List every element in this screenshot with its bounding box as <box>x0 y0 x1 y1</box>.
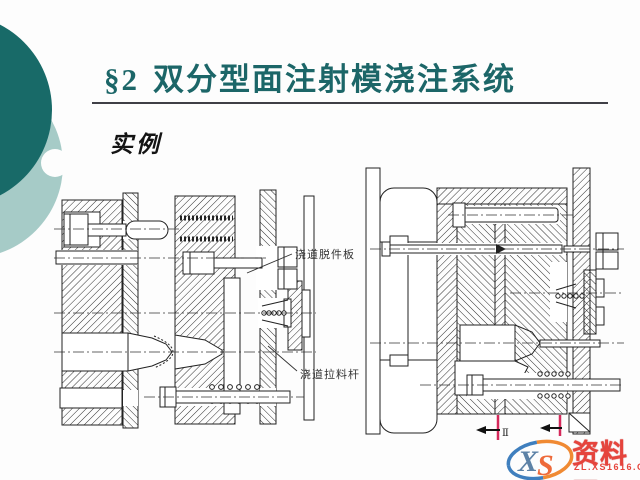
gate-flange <box>583 269 597 335</box>
watermark: X S 资料网 ZL.XS1616.COM <box>504 436 640 480</box>
bottom-rod <box>466 371 621 399</box>
spring-beads <box>537 371 571 399</box>
plates-group <box>365 167 591 435</box>
fixed-half-details <box>174 215 263 415</box>
label-runner-puller-rod: 浇道拉料杆 <box>300 369 360 381</box>
logo-letter-x: X <box>517 445 539 478</box>
example-caption: 实例 <box>110 132 162 157</box>
mold-diagram-closed <box>365 167 624 440</box>
page-title: §2 双分型面注射模浇注系统 <box>104 54 516 99</box>
gate-area <box>550 232 619 335</box>
center-lines <box>370 214 624 386</box>
white-notch-circle <box>41 149 69 177</box>
section-arrow-right <box>540 424 562 432</box>
leader-lines <box>246 253 298 372</box>
mold-diagram-open <box>54 189 316 429</box>
watermark-site-url: ZL.XS1616.COM <box>574 462 640 472</box>
title-text: 双分型面注射模浇注系统 <box>153 62 516 97</box>
guide-rod <box>55 250 139 265</box>
section-mark-label: Ⅱ <box>502 428 509 439</box>
section-marks <box>476 415 562 440</box>
label-runner-stripper-plate: 浇道脱件板 <box>295 249 355 261</box>
xs-logo: X S <box>506 439 574 480</box>
title-underline <box>92 102 608 104</box>
section-arrow-left <box>476 426 500 434</box>
ejector-pin <box>63 213 169 246</box>
watermark-site-name: 资料网 <box>572 439 628 480</box>
section-number: §2 <box>104 62 139 97</box>
stripper-strip <box>223 277 241 415</box>
center-lines <box>54 228 316 398</box>
section-corner <box>568 412 591 433</box>
logo-letter-s: S <box>537 449 554 480</box>
